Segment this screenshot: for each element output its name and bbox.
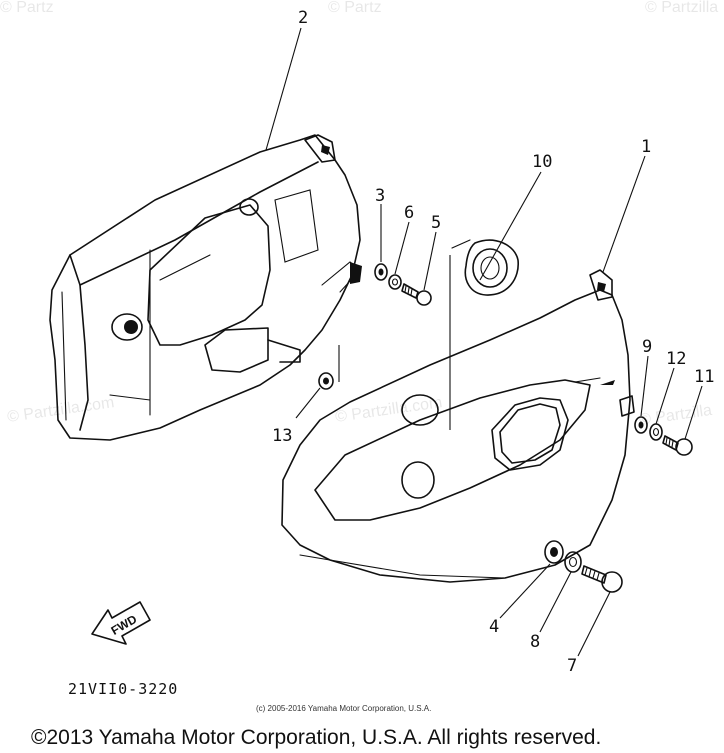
callout-12: 12 <box>666 349 686 369</box>
inner-cover-part-2 <box>49 134 362 441</box>
nut-part-13 <box>318 372 334 390</box>
watermark: © Partzilla <box>645 0 718 16</box>
callout-2: 2 <box>298 8 308 28</box>
fastener-group-3-6-5 <box>374 263 432 306</box>
callout-1: 1 <box>641 137 651 157</box>
callout-9: 9 <box>642 337 652 357</box>
callout-labels: 2 3 6 5 10 1 9 12 11 13 4 8 7 <box>272 8 714 676</box>
watermark: © Partz <box>328 0 382 16</box>
small-copyright: (c) 2005-2016 Yamaha Motor Corporation, … <box>256 704 431 713</box>
fastener-group-9-12-11 <box>634 416 693 456</box>
callout-10: 10 <box>532 152 552 172</box>
callout-13: 13 <box>272 426 292 446</box>
forward-arrow: FWD <box>91 601 151 645</box>
forward-arrow-label: FWD <box>109 612 140 638</box>
diagram-code: 21VII0-3220 <box>68 680 178 698</box>
callout-8: 8 <box>530 632 540 652</box>
callout-4: 4 <box>489 617 499 637</box>
callout-5: 5 <box>431 213 441 233</box>
watermark: © Partz <box>0 0 54 16</box>
callout-7: 7 <box>567 656 577 676</box>
footer-copyright: ©2013 Yamaha Motor Corporation, U.S.A. A… <box>31 726 601 749</box>
watermark: © Partzilla.com <box>6 394 115 426</box>
outer-cover-part-1 <box>281 269 635 583</box>
fastener-group-4-8-7 <box>544 540 623 593</box>
watermark: © Partzilla <box>638 402 713 429</box>
watermark-layer: © Partz © Partz © Partzilla © Partzilla.… <box>0 0 718 429</box>
callout-3: 3 <box>375 186 385 206</box>
grommet-part-10 <box>451 239 519 296</box>
watermark: © Partzilla.com <box>334 394 443 426</box>
callout-11: 11 <box>694 367 714 387</box>
callout-6: 6 <box>404 203 414 223</box>
leader-lines <box>265 27 703 657</box>
